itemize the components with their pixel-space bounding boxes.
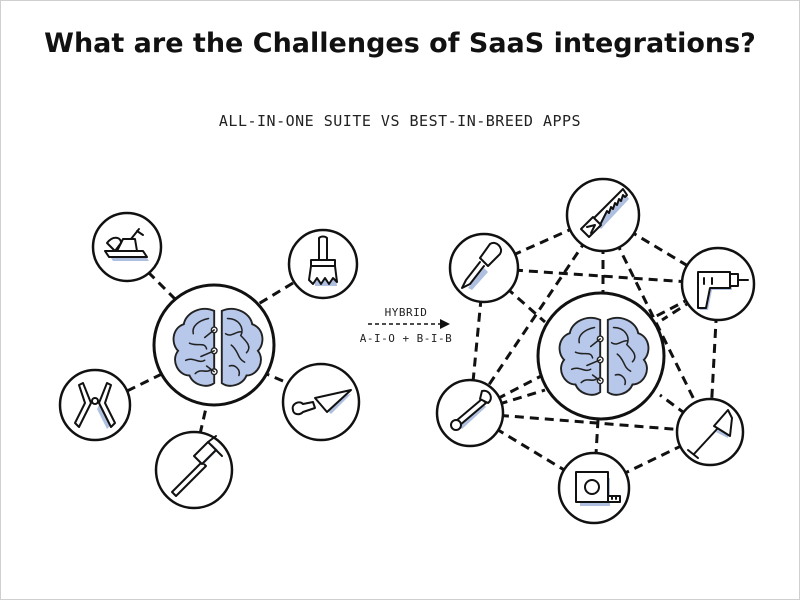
- trowel-icon: [291, 389, 352, 416]
- page-title: What are the Challenges of SaaS integrat…: [44, 28, 756, 59]
- hammer-node: [154, 430, 234, 510]
- tape-measure-node: [557, 451, 631, 525]
- wrench-node: [435, 378, 505, 448]
- saw-icon: [580, 188, 629, 238]
- plane-icon: [104, 228, 149, 261]
- arrow-label-hybrid: HYBRID: [385, 306, 428, 319]
- paintbrush-node: [287, 228, 359, 300]
- hybrid-arrow: HYBRID A-I-O + B-I-B: [360, 306, 453, 345]
- screwdriver-icon: [461, 242, 502, 290]
- page-subtitle: ALL-IN-ONE SUITE VS BEST-IN-BREED APPS: [219, 112, 581, 130]
- shovel-icon: [687, 409, 733, 459]
- trowel-node: [281, 362, 361, 442]
- left-diagram: [58, 211, 361, 510]
- tape-measure-icon: [575, 471, 621, 506]
- arrow-head-icon: [440, 319, 450, 329]
- paintbrush-icon: [308, 235, 338, 286]
- screwdriver-node: [448, 232, 520, 304]
- wrench-icon: [450, 389, 492, 431]
- right-diagram: [435, 177, 756, 525]
- drill-icon: [697, 271, 749, 310]
- pliers-icon: [74, 382, 116, 429]
- shovel-node: [675, 397, 745, 467]
- left-hub: [152, 283, 276, 407]
- pliers-node: [58, 368, 132, 442]
- hammer-icon: [171, 435, 223, 497]
- arrow-label-aio-bib: A-I-O + B-I-B: [360, 332, 453, 345]
- drill-node: [680, 246, 756, 322]
- right-hub: [536, 291, 666, 421]
- saw-node: [565, 177, 641, 253]
- edge-paintbrush: [254, 281, 294, 308]
- edge-pliers: [126, 368, 171, 393]
- edge-hammer: [198, 407, 208, 435]
- plane-node: [91, 211, 163, 283]
